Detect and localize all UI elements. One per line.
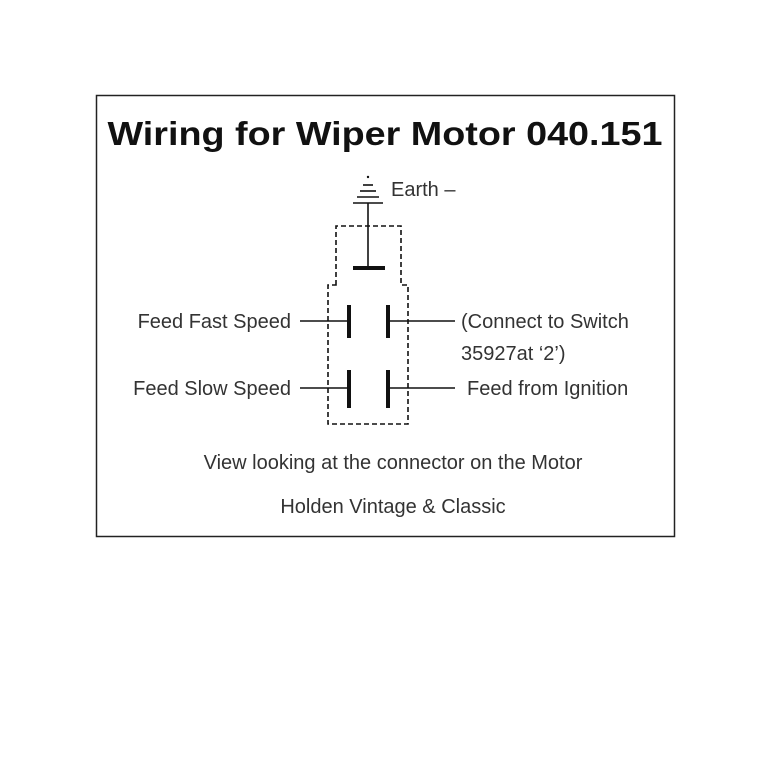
earth-label: Earth – <box>391 179 456 201</box>
feed-fast-speed-label: Feed Fast Speed <box>138 311 291 333</box>
feed-ignition-label: Feed from Ignition <box>467 378 628 400</box>
fast-speed-contact <box>300 305 351 338</box>
switch-number-label: 35927at ‘2’) <box>461 343 566 365</box>
feed-slow-speed-label: Feed Slow Speed <box>133 378 291 400</box>
diagram-frame <box>95 94 676 538</box>
credit: Holden Vintage & Classic <box>280 496 505 518</box>
diagram-title: Wiring for Wiper Motor 040.151 <box>108 115 663 152</box>
connector-outline <box>327 225 409 425</box>
ignition-contact <box>386 370 455 408</box>
switch-contact <box>386 305 455 338</box>
caption: View looking at the connector on the Mot… <box>204 452 583 474</box>
earth-ground-icon <box>353 175 385 270</box>
slow-speed-contact <box>300 370 351 408</box>
connect-switch-label: (Connect to Switch <box>461 311 629 333</box>
